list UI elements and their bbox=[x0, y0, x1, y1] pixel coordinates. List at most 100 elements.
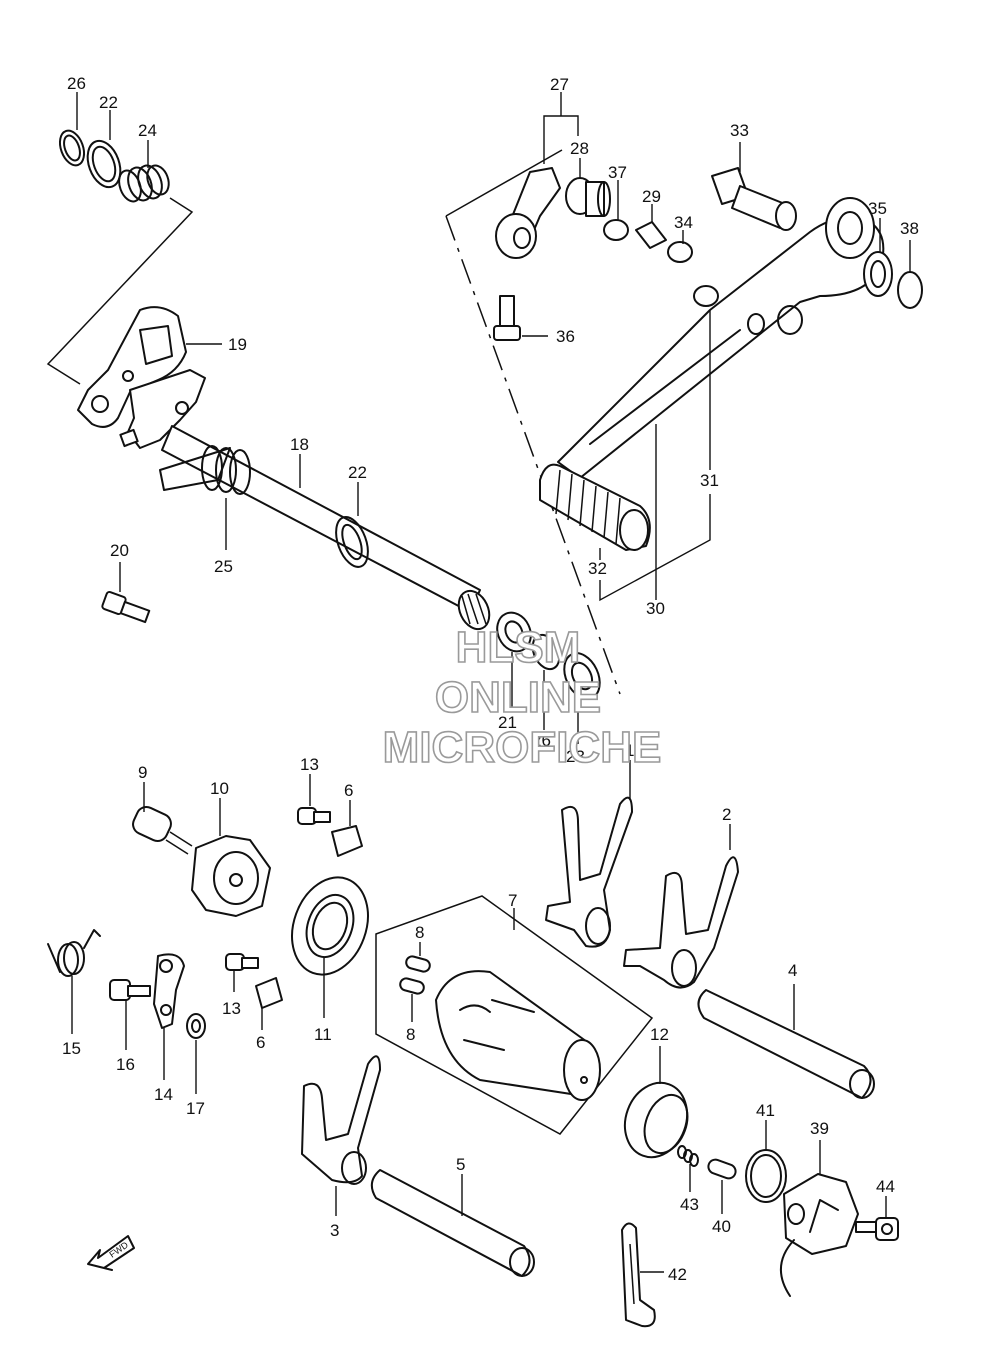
nut-34 bbox=[667, 230, 693, 263]
label-6-top: 6 bbox=[344, 781, 353, 800]
bolt-16 bbox=[109, 979, 151, 1050]
label-2: 2 bbox=[722, 805, 731, 824]
shaft-9 bbox=[132, 782, 193, 855]
label-20: 20 bbox=[110, 541, 129, 560]
label-31: 31 bbox=[700, 471, 719, 490]
label-27: 27 bbox=[550, 75, 569, 94]
label-6-bottom: 6 bbox=[256, 1033, 265, 1052]
stopper-arm-14 bbox=[153, 953, 185, 1080]
pin-8-lower bbox=[399, 977, 425, 1022]
label-16: 16 bbox=[116, 1055, 135, 1074]
shift-pedal-30 bbox=[557, 197, 885, 602]
label-37: 37 bbox=[608, 163, 627, 182]
label-44: 44 bbox=[876, 1177, 895, 1196]
pivot-bolt-33 bbox=[711, 142, 797, 231]
bearing-11 bbox=[291, 876, 369, 1018]
shift-fork-3 bbox=[301, 1055, 381, 1216]
screw-13-top bbox=[297, 774, 331, 825]
spring-24 bbox=[118, 140, 170, 203]
nut-37 bbox=[603, 180, 629, 241]
shaft-spline-end bbox=[457, 589, 491, 631]
pin-40 bbox=[707, 1158, 737, 1214]
label-40: 40 bbox=[712, 1217, 731, 1236]
watermark-line-2: ONLINE bbox=[435, 673, 601, 722]
label-26-top: 26 bbox=[67, 74, 86, 93]
stopper-plate-6-bottom bbox=[255, 977, 283, 1030]
watermark-line-1: HLSM bbox=[456, 623, 581, 672]
fork-shaft-5 bbox=[370, 1169, 535, 1277]
washer-22-top bbox=[86, 110, 122, 189]
part-labels: 26 22 24 19 18 22 25 20 21 26 23 27 28 3… bbox=[62, 74, 919, 1284]
watermark-line-3: MICROFICHE bbox=[383, 723, 662, 772]
gearshift-cam-10 bbox=[191, 798, 271, 917]
label-43: 43 bbox=[680, 1195, 699, 1214]
label-11: 11 bbox=[314, 1025, 332, 1044]
label-28: 28 bbox=[570, 139, 589, 158]
spring-43 bbox=[677, 1145, 699, 1192]
shift-link-arm-27 bbox=[495, 92, 579, 259]
label-9: 9 bbox=[138, 763, 147, 782]
bolt-20 bbox=[101, 562, 151, 624]
circlip-26-top bbox=[58, 92, 86, 167]
label-41: 41 bbox=[756, 1101, 775, 1120]
footpeg-rubber-32 bbox=[539, 463, 651, 560]
shift-shaft-18 bbox=[119, 369, 481, 613]
label-7: 7 bbox=[508, 891, 517, 910]
gearshift-drum-7 bbox=[375, 895, 654, 1135]
label-3: 3 bbox=[330, 1221, 339, 1240]
circlip-26-shaft bbox=[531, 633, 561, 730]
label-30: 30 bbox=[646, 599, 665, 618]
washer-23 bbox=[563, 652, 601, 744]
pin-8-upper bbox=[405, 942, 431, 973]
label-14: 14 bbox=[154, 1085, 173, 1104]
label-13-top: 13 bbox=[300, 755, 319, 774]
label-8-lower: 8 bbox=[406, 1025, 415, 1044]
stopper-plate-6-top bbox=[331, 800, 363, 857]
label-22-shaft: 22 bbox=[348, 463, 367, 482]
label-25: 25 bbox=[214, 557, 233, 576]
watermark: HLSM ONLINE MICROFICHE bbox=[382, 622, 662, 773]
washer-17 bbox=[186, 1013, 206, 1094]
label-24: 24 bbox=[138, 121, 157, 140]
seal-21 bbox=[496, 611, 532, 712]
shift-arm-19 bbox=[77, 306, 222, 428]
bolt-44 bbox=[855, 1196, 899, 1241]
washer-22-shaft bbox=[335, 482, 369, 568]
o-ring-41 bbox=[745, 1120, 787, 1203]
label-13-bottom: 13 bbox=[222, 999, 241, 1018]
label-1: 1 bbox=[625, 741, 634, 760]
label-23: 23 bbox=[566, 747, 585, 766]
label-5: 5 bbox=[456, 1155, 465, 1174]
label-17: 17 bbox=[186, 1099, 205, 1118]
return-spring-15 bbox=[47, 929, 101, 1034]
needle-bearing-12 bbox=[623, 1046, 689, 1159]
label-38: 38 bbox=[900, 219, 919, 238]
label-10: 10 bbox=[210, 779, 229, 798]
bolt-36 bbox=[493, 295, 548, 341]
gear-position-switch-39 bbox=[779, 1140, 859, 1297]
label-18: 18 bbox=[290, 435, 309, 454]
shift-fork-2 bbox=[623, 824, 739, 989]
label-26-shaft: 26 bbox=[532, 731, 551, 750]
label-19: 19 bbox=[228, 335, 247, 354]
rod-end-28 bbox=[565, 158, 611, 217]
label-12: 12 bbox=[650, 1025, 669, 1044]
label-8-upper: 8 bbox=[415, 923, 424, 942]
label-15: 15 bbox=[62, 1039, 81, 1058]
label-39: 39 bbox=[810, 1119, 829, 1138]
label-21: 21 bbox=[498, 713, 517, 732]
label-34: 34 bbox=[674, 213, 693, 232]
screw-13-bottom bbox=[225, 953, 259, 992]
label-4: 4 bbox=[788, 961, 797, 980]
fork-shaft-4 bbox=[697, 984, 875, 1099]
label-35: 35 bbox=[868, 199, 887, 218]
washer-35 bbox=[863, 218, 893, 297]
label-32: 32 bbox=[588, 559, 607, 578]
label-29: 29 bbox=[642, 187, 661, 206]
label-42: 42 bbox=[668, 1265, 687, 1284]
wire-guide-42 bbox=[621, 1222, 664, 1328]
label-22-top: 22 bbox=[99, 93, 118, 112]
forward-direction-arrow: FWD bbox=[87, 1235, 135, 1271]
label-36: 36 bbox=[556, 327, 575, 346]
